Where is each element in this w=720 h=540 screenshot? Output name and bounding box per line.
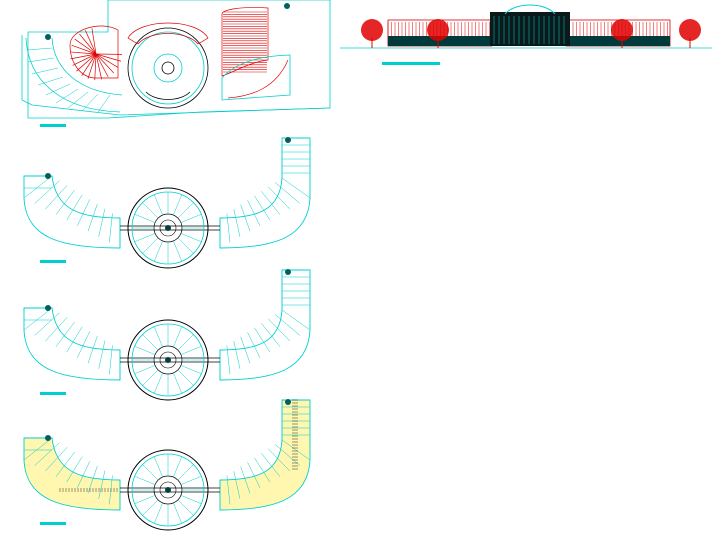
title-bar xyxy=(40,124,66,127)
title-bar xyxy=(40,260,66,263)
tree-symbol xyxy=(679,19,701,41)
tree-symbol xyxy=(45,173,51,179)
plan-level-4 xyxy=(23,399,311,531)
tree-symbol xyxy=(45,435,51,441)
plan-top xyxy=(21,0,331,127)
tree-symbol xyxy=(284,3,290,9)
round-hall-top xyxy=(127,22,209,109)
title-bar xyxy=(40,392,66,395)
tree-symbol xyxy=(45,305,51,311)
plan-top-outer-edge xyxy=(21,35,331,116)
red-spiral-stair xyxy=(69,25,123,80)
title-bar xyxy=(382,62,440,65)
left-wing-outer xyxy=(25,37,121,113)
tree-symbol xyxy=(427,19,449,41)
tree-symbol xyxy=(45,34,51,40)
title-bar xyxy=(40,522,66,525)
tree-symbol xyxy=(361,19,383,41)
top-arc-stair xyxy=(127,22,209,45)
tree-symbol xyxy=(611,19,633,41)
elevation-center-block xyxy=(490,12,570,46)
red-hatched-block xyxy=(221,7,291,101)
plan-level-2 xyxy=(23,137,311,269)
tree-symbol xyxy=(285,269,291,275)
left-wing-inner xyxy=(51,37,123,96)
left-wing-treads xyxy=(26,47,111,113)
front-elevation xyxy=(340,4,712,65)
tree-symbol xyxy=(285,137,291,143)
plan-level-3 xyxy=(23,269,311,401)
tree-symbol xyxy=(285,399,291,405)
